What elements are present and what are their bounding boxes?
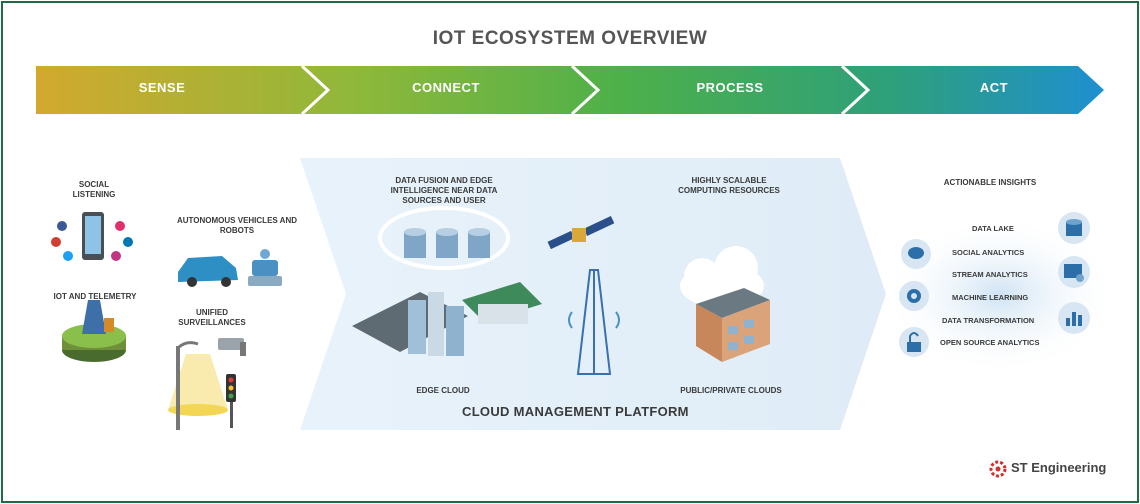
cloud-management-platform-label: CLOUD MANAGEMENT PLATFORM [462, 404, 689, 419]
stage-label-process: PROCESS [696, 80, 764, 95]
iot-telemetry-label: IOT AND TELEMETRY [53, 292, 137, 301]
data-ring [378, 206, 510, 270]
data-fusion-label: DATA FUSION AND EDGE INTELLIGENCE NEAR D… [390, 176, 498, 205]
insight-open-source-analytics: OPEN SOURCE ANALYTICS [940, 338, 1040, 347]
autonomous-vehicles-label: AUTONOMOUS VEHICLES AND ROBOTS [176, 216, 297, 235]
traffic-light-icon [226, 374, 236, 428]
chevron-divider-3 [840, 64, 871, 116]
street-lamp-icon [168, 341, 228, 430]
social-listening-label: SOCIAL LISTENING [72, 180, 116, 199]
cell-tower-icon [568, 269, 620, 375]
scalable-computing-label: HIGHLY SCALABLE COMPUTING RESOURCES [678, 176, 780, 195]
stage-bar [36, 66, 1104, 114]
data-lake-icon [1058, 212, 1090, 244]
edge-city-icon [352, 282, 542, 356]
insight-data-transformation: DATA TRANSFORMATION [942, 316, 1035, 325]
robot-icon [248, 249, 282, 286]
edge-cloud-label: EDGE CLOUD [416, 386, 470, 395]
stage-label-connect: CONNECT [412, 80, 480, 95]
database-icon [404, 228, 490, 258]
social-listening-icon [51, 212, 133, 261]
cloud-icon [680, 246, 764, 308]
st-engineering-logo-mark [989, 460, 1007, 478]
chevron-divider-2 [570, 64, 601, 116]
st-engineering-logo: ST Engineering [990, 460, 1106, 475]
satellite-icon [547, 216, 615, 250]
insight-machine-learning: MACHINE LEARNING [952, 293, 1029, 302]
logo-text: ST Engineering [1011, 460, 1107, 475]
unlock-icon [899, 327, 929, 357]
chat-bubble-icon [901, 239, 931, 269]
stage-label-sense: SENSE [138, 80, 186, 95]
data-center-building-icon [696, 288, 770, 362]
public-private-clouds-label: PUBLIC/PRIVATE CLOUDS [680, 386, 782, 395]
insight-social-analytics: SOCIAL ANALYTICS [952, 248, 1025, 257]
diagram-title: IOT ECOSYSTEM OVERVIEW [432, 28, 708, 49]
insight-data-lake: DATA LAKE [972, 224, 1014, 233]
stream-analytics-icon [1058, 256, 1090, 288]
chevron-divider-1 [300, 64, 331, 116]
insight-stream-analytics: STREAM ANALYTICS [952, 270, 1028, 279]
cctv-camera-icon [218, 338, 246, 356]
chart-analytics-icon [1058, 302, 1090, 334]
autonomous-car-icon [178, 256, 238, 287]
stage-label-act: ACT [979, 80, 1009, 95]
actionable-insights-heading: ACTIONABLE INSIGHTS [943, 178, 1037, 187]
unified-surveillance-label: UNIFIED SURVEILLANCES [178, 308, 246, 327]
oil-rig-icon [62, 300, 126, 362]
insights-glow [880, 215, 1120, 375]
gear-icon [899, 281, 929, 311]
